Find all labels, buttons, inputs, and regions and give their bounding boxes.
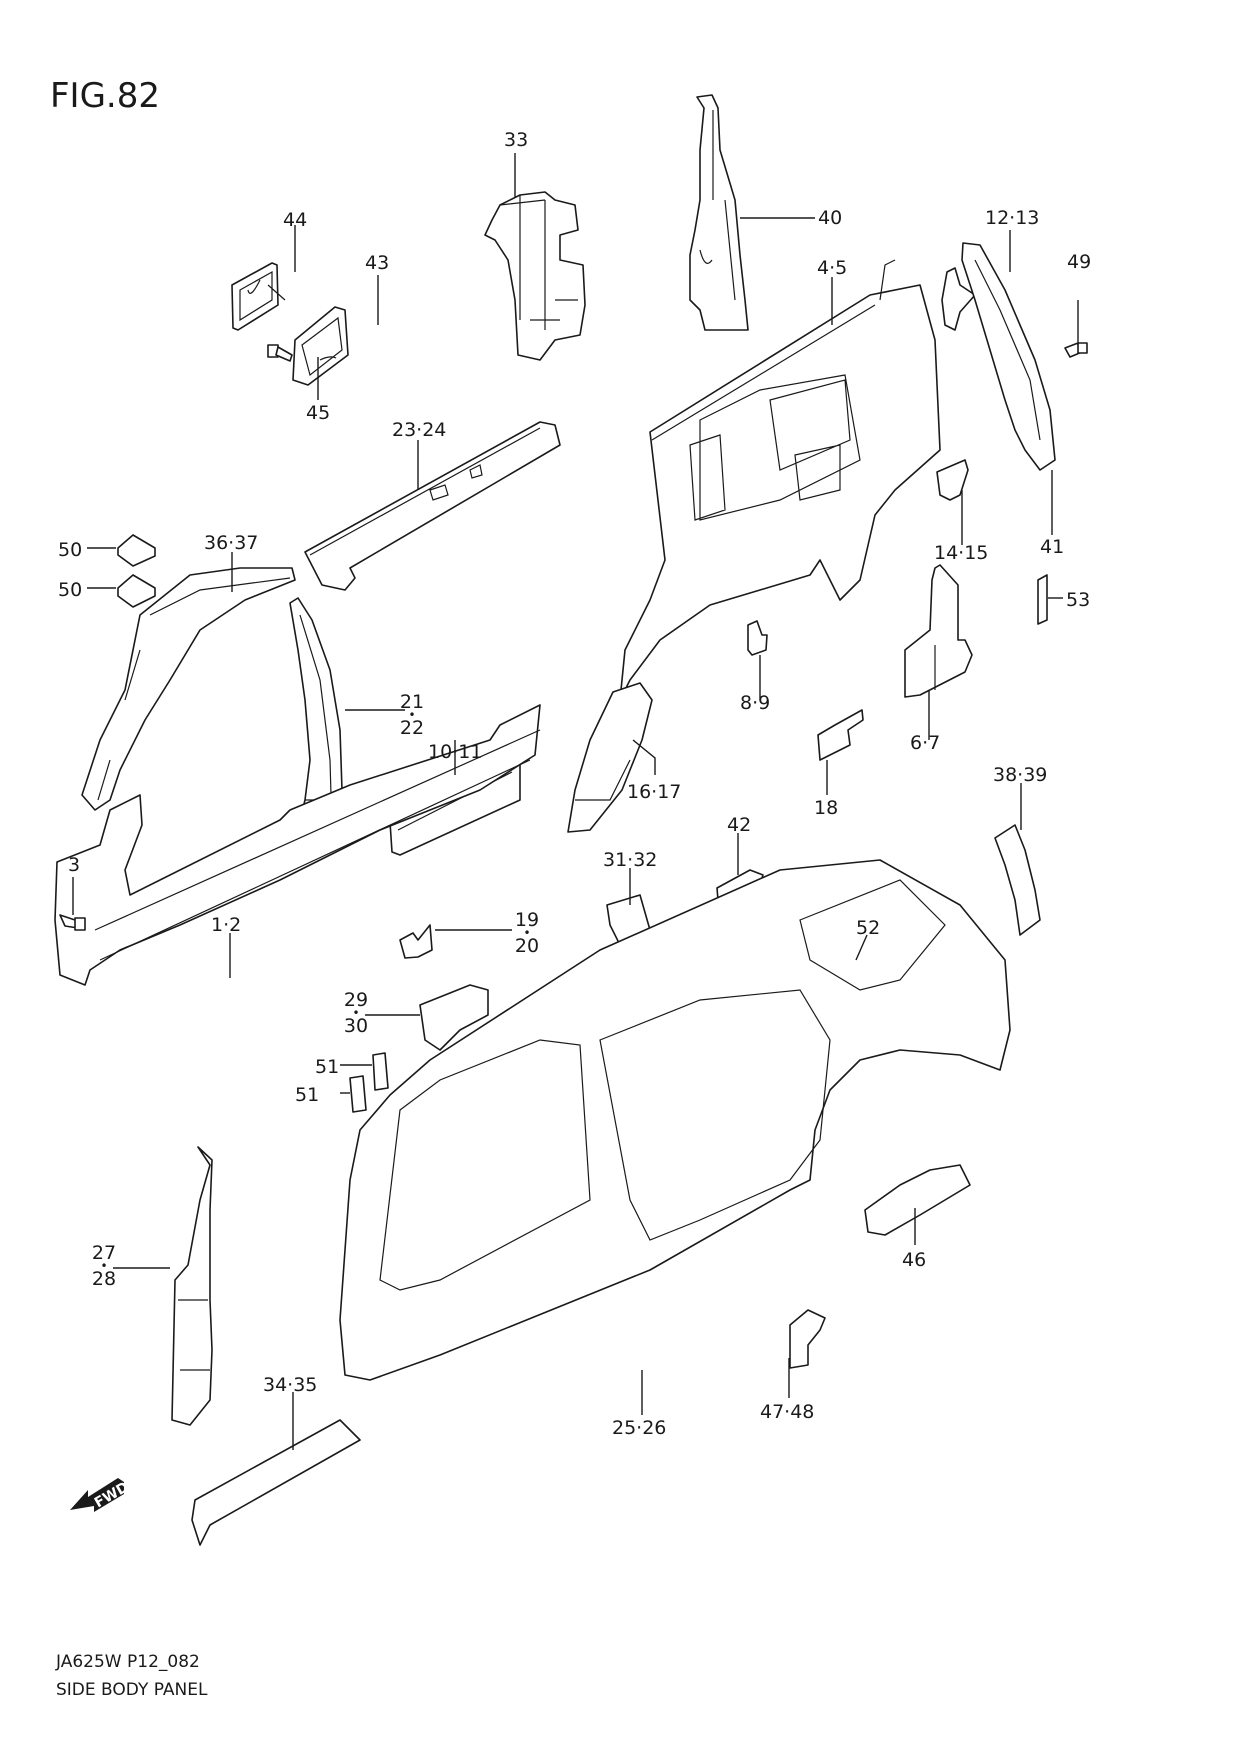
- part-44[interactable]: [231, 262, 286, 331]
- callout-31-32[interactable]: 31·32: [603, 849, 658, 871]
- callout-45[interactable]: 45: [306, 402, 331, 424]
- callout-dot: •: [523, 926, 531, 940]
- callout-27: 27: [91, 1242, 117, 1264]
- part-12-13[interactable]: [941, 267, 976, 331]
- callout-34-35[interactable]: 34·35: [263, 1374, 318, 1396]
- callout-49[interactable]: 49: [1067, 251, 1092, 273]
- callout-4-5[interactable]: 4·5: [817, 257, 848, 279]
- callout-46[interactable]: 46: [902, 1249, 927, 1271]
- part-36-37[interactable]: [81, 567, 296, 811]
- part-40[interactable]: [689, 94, 749, 331]
- callout-51-b[interactable]: 51: [295, 1084, 320, 1106]
- callout-29-30[interactable]: 29 • 30: [336, 990, 376, 1036]
- forward-direction-arrow-icon: FWD: [70, 1478, 128, 1512]
- part-51-pad-b[interactable]: [349, 1075, 367, 1113]
- callout-33[interactable]: 33: [504, 129, 529, 151]
- figure-title: FIG.82: [50, 76, 161, 116]
- part-49-bolt[interactable]: [1064, 342, 1088, 358]
- part-47-48[interactable]: [789, 1309, 826, 1369]
- part-18[interactable]: [817, 709, 864, 761]
- part-4-5-quarter-inner[interactable]: [619, 259, 941, 701]
- part-23-24[interactable]: [304, 421, 561, 591]
- part-41[interactable]: [961, 242, 1056, 471]
- callout-dot: •: [408, 708, 416, 722]
- callout-51-a[interactable]: 51: [315, 1056, 340, 1078]
- part-34-35-side-sill[interactable]: [191, 1419, 361, 1546]
- part-25-26-side-body-outer[interactable]: [339, 859, 1011, 1381]
- part-14-15[interactable]: [936, 459, 969, 501]
- part-50-pad-a[interactable]: [117, 534, 156, 567]
- callout-27-28[interactable]: 27 • 28: [84, 1243, 124, 1289]
- callout-23-24[interactable]: 23·24: [392, 419, 447, 441]
- callout-dot: •: [352, 1006, 360, 1020]
- diagram-name: SIDE BODY PANEL: [56, 1680, 208, 1700]
- part-51-pad-a[interactable]: [372, 1052, 389, 1091]
- callout-28: 28: [91, 1268, 117, 1290]
- callout-50-a[interactable]: 50: [58, 539, 83, 561]
- callout-12-13[interactable]: 12·13: [985, 207, 1040, 229]
- part-27-28[interactable]: [171, 1146, 213, 1426]
- callout-36-37[interactable]: 36·37: [204, 532, 259, 554]
- callout-3[interactable]: 3: [68, 854, 81, 876]
- callout-19: 19: [514, 909, 540, 931]
- callout-44[interactable]: 44: [283, 209, 308, 231]
- callout-29: 29: [343, 989, 369, 1011]
- callout-14-15[interactable]: 14·15: [934, 542, 989, 564]
- callout-43[interactable]: 43: [365, 252, 390, 274]
- callout-40[interactable]: 40: [818, 207, 843, 229]
- diagram-code: JA625W P12_082: [56, 1652, 200, 1672]
- part-29-30[interactable]: [419, 984, 489, 1051]
- callout-8-9[interactable]: 8·9: [740, 692, 771, 714]
- callout-30: 30: [343, 1015, 369, 1037]
- callout-42[interactable]: 42: [727, 814, 752, 836]
- part-3-bolt[interactable]: [59, 914, 86, 931]
- part-19-20[interactable]: [399, 924, 433, 959]
- part-38-39[interactable]: [994, 824, 1041, 936]
- callout-52[interactable]: 52: [856, 917, 881, 939]
- part-43[interactable]: [292, 306, 349, 386]
- part-6-7[interactable]: [904, 564, 973, 698]
- part-1-2[interactable]: [54, 704, 541, 986]
- part-50-pad-b[interactable]: [117, 574, 156, 608]
- callout-6-7[interactable]: 6·7: [910, 732, 941, 754]
- callout-dot: •: [100, 1259, 108, 1273]
- part-53[interactable]: [1037, 574, 1048, 625]
- callout-21-22[interactable]: 21 • 22: [392, 692, 432, 738]
- callout-53[interactable]: 53: [1066, 589, 1091, 611]
- part-33[interactable]: [484, 191, 586, 361]
- callout-50-b[interactable]: 50: [58, 579, 83, 601]
- part-45-bolt[interactable]: [267, 344, 293, 362]
- callout-20: 20: [514, 935, 540, 957]
- callout-16-17[interactable]: 16·17: [627, 781, 682, 803]
- callout-10-11[interactable]: 10·11: [428, 741, 483, 763]
- callout-19-20[interactable]: 19 • 20: [507, 910, 547, 956]
- callout-38-39[interactable]: 38·39: [993, 764, 1048, 786]
- callout-18[interactable]: 18: [814, 797, 839, 819]
- callout-47-48[interactable]: 47·48: [760, 1401, 815, 1423]
- part-46[interactable]: [864, 1164, 971, 1236]
- part-16-17[interactable]: [567, 682, 653, 833]
- callout-21: 21: [399, 691, 425, 713]
- part-8-9[interactable]: [747, 620, 768, 656]
- leader-lines: [72, 153, 1079, 1450]
- callout-22: 22: [399, 717, 425, 739]
- callout-41[interactable]: 41: [1040, 536, 1065, 558]
- callout-1-2[interactable]: 1·2: [211, 914, 242, 936]
- callout-25-26[interactable]: 25·26: [612, 1417, 667, 1439]
